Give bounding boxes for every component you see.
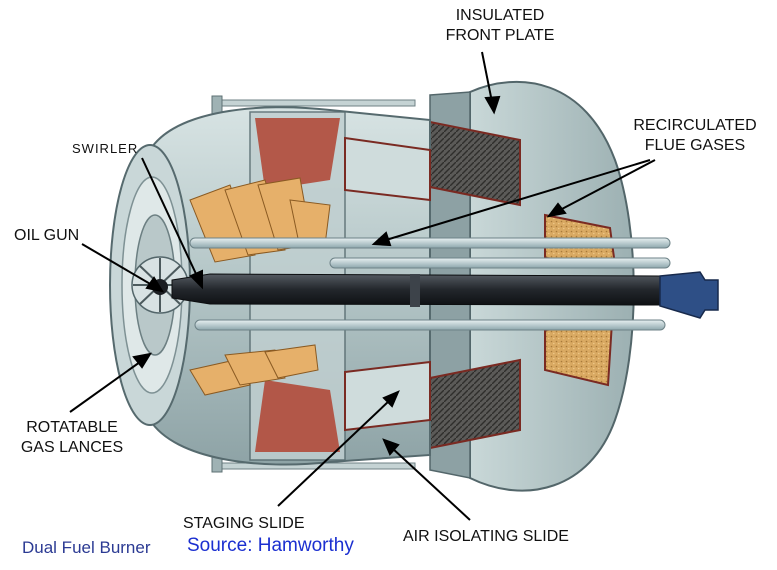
figure-caption: Dual Fuel Burner — [22, 538, 151, 557]
figure-source: Source: Hamworthy — [187, 535, 354, 556]
label-line: GAS LANCES — [20, 439, 124, 456]
label-line: RECIRCULATED — [633, 117, 757, 134]
label-line: FLUE GASES — [644, 137, 746, 154]
label-line: INSULATED — [455, 7, 545, 24]
label-line: FRONT PLATE — [445, 27, 555, 44]
gas-lance-tubes — [189, 237, 671, 331]
oil-gun-barrel — [171, 271, 719, 319]
label-rotatable-gas-lances: ROTATABLE GAS LANCES — [8, 418, 136, 458]
label-swirler: SWIRLER — [72, 141, 139, 156]
label-line: ROTATABLE — [26, 419, 118, 436]
label-recirculated-flue-gases: RECIRCULATED FLUE GASES — [620, 116, 770, 156]
callout-arrows — [69, 51, 656, 521]
label-staging-slide: STAGING SLIDE — [183, 515, 305, 532]
label-insulated-front-plate: INSULATED FRONT PLATE — [420, 6, 580, 46]
label-air-isolating-slide: AIR ISOLATING SLIDE — [403, 528, 569, 545]
label-oil-gun: OIL GUN — [14, 227, 80, 244]
